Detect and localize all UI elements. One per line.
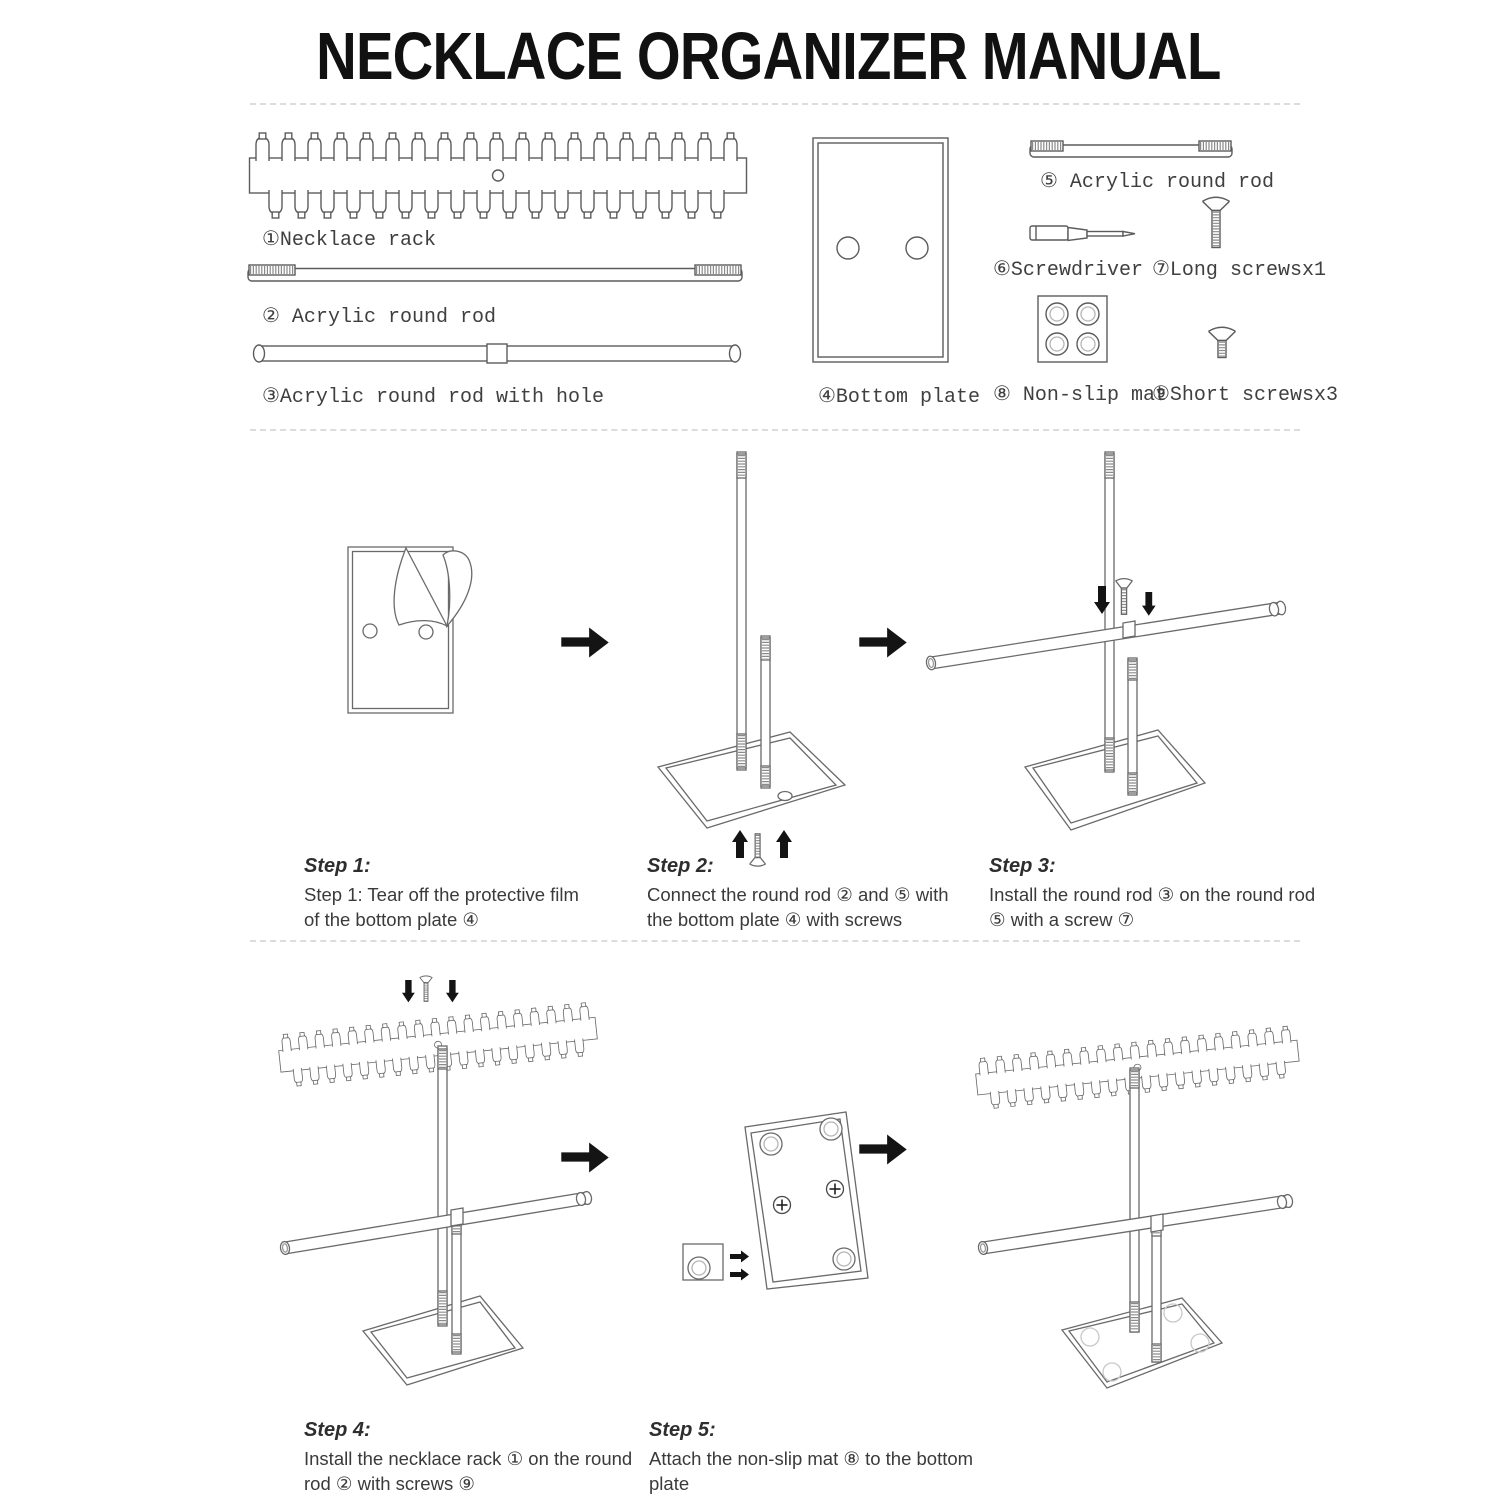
step4-label: Step 4: xyxy=(304,1419,371,1441)
step4-text-line1: Install the necklace rack ① on the round xyxy=(304,1448,633,1469)
step2-text-line2: the bottom plate ④ with screws xyxy=(647,909,903,930)
step3-instructions: Step 3: Install the round rod ③ on the r… xyxy=(989,855,1319,932)
screw-head-icon xyxy=(825,1179,845,1199)
step5-instructions: Step 5: Attach the non-slip mat ⑧ to the… xyxy=(649,1419,989,1496)
arrow-up-icon xyxy=(775,829,793,859)
part-label-short-rod: ⑤ Acrylic round rod xyxy=(1040,171,1274,194)
step2-diagram xyxy=(656,451,847,869)
arrow-right-icon xyxy=(561,1142,609,1173)
step5-text-line1: Attach the non-slip mat ⑧ to the bottom xyxy=(649,1448,974,1469)
part-label-screwdriver: ⑥Screwdriver xyxy=(993,259,1143,282)
step3-diagram xyxy=(925,451,1287,831)
screwdriver-drawing xyxy=(1029,225,1136,242)
arrow-right-icon xyxy=(859,1134,907,1165)
screw-icon xyxy=(1116,579,1132,615)
step1-text-line2: of the bottom plate ④ xyxy=(304,909,479,930)
step5-label: Step 5: xyxy=(649,1419,716,1441)
separator-parts xyxy=(250,429,1300,431)
step5-diagram xyxy=(682,1111,869,1290)
mat-circle xyxy=(759,1132,783,1156)
step2-instructions: Step 2: Connect the round rod ② and ⑤ wi… xyxy=(647,855,977,932)
separator-steps xyxy=(250,940,1300,942)
arrow-right-icon xyxy=(859,627,907,658)
step4-instructions: Step 4: Install the necklace rack ① on t… xyxy=(304,1419,644,1496)
short-screw-drawing xyxy=(1208,326,1236,359)
step1-label: Step 1: xyxy=(304,855,371,877)
step2-label: Step 2: xyxy=(647,855,714,877)
mat-circle xyxy=(832,1247,856,1271)
acrylic-rod-with-hole-drawing xyxy=(252,343,742,364)
part-label-rod-with-hole: ③Acrylic round rod with hole xyxy=(262,386,604,409)
part-label-short-screws: ⑨Short screwsx3 xyxy=(1152,384,1338,407)
step1-diagram xyxy=(347,546,473,714)
arrow-right-icon xyxy=(729,1267,750,1282)
protective-film-fold xyxy=(393,546,449,628)
mat-circle xyxy=(687,1256,711,1280)
arrow-right-icon xyxy=(561,627,609,658)
non-slip-mat-drawing xyxy=(1037,295,1108,363)
arrow-up-icon xyxy=(731,829,749,859)
arrow-down-icon xyxy=(1141,591,1157,617)
step5-text-line2: plate xyxy=(649,1473,690,1494)
step3-label: Step 3: xyxy=(989,855,1056,877)
protective-film-peel xyxy=(442,550,473,629)
acrylic-round-rod-drawing xyxy=(247,264,743,282)
step1-text-line1: Step 1: Tear off the protective film xyxy=(304,884,579,905)
step4-diagram xyxy=(260,974,660,1386)
screw-icon xyxy=(418,974,434,1003)
arrow-down-icon xyxy=(401,979,416,1003)
arrow-right-icon xyxy=(729,1249,750,1264)
step1-instructions: Step 1: Step 1: Tear off the protective … xyxy=(304,855,634,932)
bottom-plate-drawing xyxy=(812,137,949,363)
page-title-text: NECKLACE ORGANIZER MANUAL xyxy=(315,19,1221,94)
screw-head-icon xyxy=(772,1195,792,1215)
part-label-necklace-rack: ①Necklace rack xyxy=(262,229,436,252)
mat-circle xyxy=(819,1117,843,1141)
short-acrylic-rod-drawing xyxy=(1029,140,1233,158)
arrow-down-icon xyxy=(445,979,460,1003)
separator-top xyxy=(250,103,1300,105)
page-title: NECKLACE ORGANIZER MANUAL xyxy=(0,18,1500,95)
step3-text-line2: ⑤ with a screw ⑦ xyxy=(989,909,1135,930)
long-screw-drawing xyxy=(1202,196,1230,249)
part-label-bottom-plate: ④Bottom plate xyxy=(818,386,980,409)
part-label-non-slip-mat: ⑧ Non-slip mat xyxy=(993,384,1167,407)
final-assembly-diagram xyxy=(950,1000,1370,1389)
necklace-rack-drawing xyxy=(248,131,748,221)
part-label-acrylic-rod: ② Acrylic round rod xyxy=(262,306,496,329)
step2-text-line1: Connect the round rod ② and ⑤ with xyxy=(647,884,949,905)
step4-text-line2: rod ② with screws ⑨ xyxy=(304,1473,475,1494)
step3-text-line1: Install the round rod ③ on the round rod xyxy=(989,884,1316,905)
part-label-long-screws: ⑦Long screwsx1 xyxy=(1152,259,1326,282)
